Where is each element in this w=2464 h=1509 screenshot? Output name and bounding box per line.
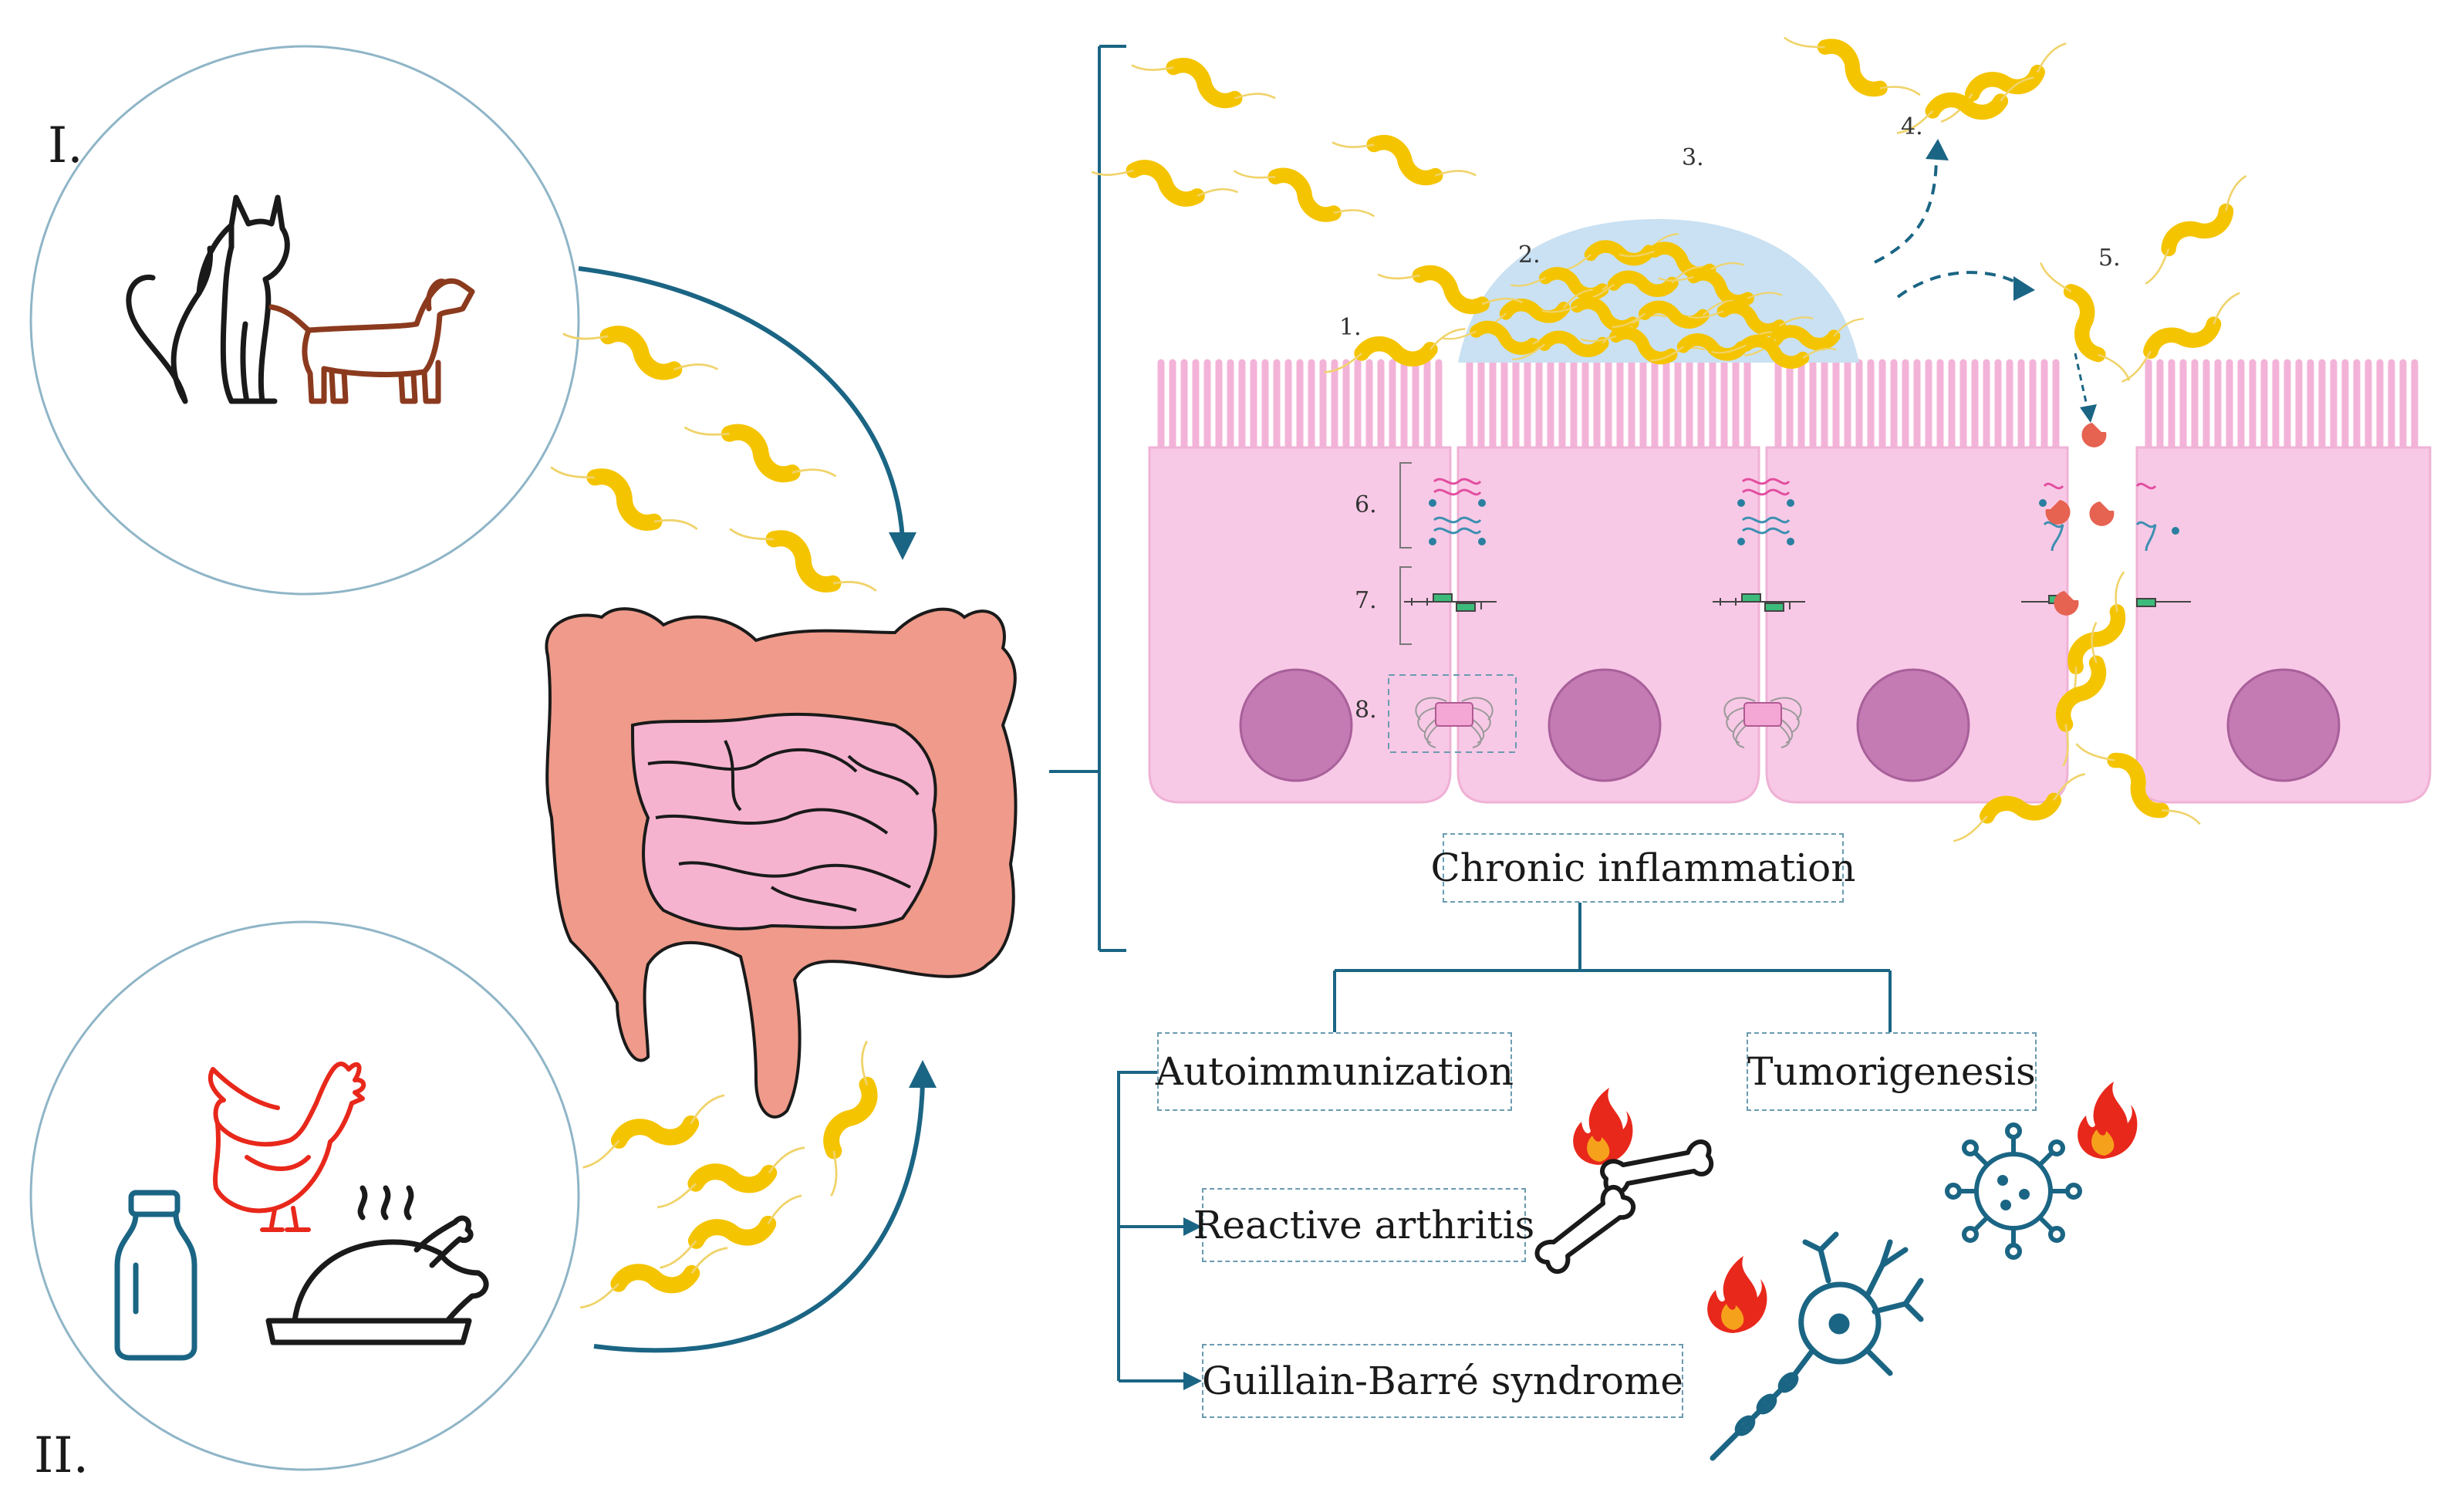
cat-icon [126,194,290,404]
flow-connectors [1117,903,1892,1382]
intestine-icon [545,607,1018,1119]
neuron-icon [1710,1231,1924,1461]
fire-icon [1573,1082,2138,1333]
step-2-label: 2. [1518,241,1541,268]
step-5-label: 5. [2098,245,2121,272]
nucleus [1239,668,1353,782]
nucleus [2226,668,2341,782]
milk-bottle-icon [114,1190,197,1361]
epithelial-cell [1456,446,1760,804]
step-3-label: 3. [1682,144,1704,171]
roast-chicken-icon [265,1185,489,1345]
step-4-label: 4. [1901,113,1923,140]
food-source-circle [29,920,580,1471]
arrow-animals-to-gut [578,266,905,541]
step-1-label: 1. [1339,314,1362,341]
nucleus [1856,668,1970,782]
epithelial-cell [1765,446,2069,804]
step-brackets [1399,462,1412,645]
guillain-barre-box: Guillain-Barré syndrome [1202,1344,1683,1418]
dog-icon [268,278,475,404]
group-2-label: II. [34,1427,89,1484]
epithelium [1148,359,2432,804]
step-8-label: 8. [1355,697,1377,724]
arrow-food-to-gut [593,1081,925,1353]
step-6-label: 6. [1355,491,1377,518]
tumor-cell-icon [1945,1122,2082,1260]
zoom-bracket [1049,45,1126,952]
step-8-box [1388,674,1517,753]
arrow-step-5 [1896,271,2023,299]
tumorigenesis-box: Tumorigenesis [1747,1032,2037,1111]
epithelial-cell [1148,446,1452,804]
animal-source-circle [29,45,580,596]
chronic-inflammation-box: Chronic inflammation [1431,833,1855,903]
step-7-label: 7. [1355,587,1377,614]
protease-icon [2045,423,2115,616]
nucleus [1548,668,1662,782]
arrow-step-4 [1874,154,1938,264]
reactive-arthritis-box: Reactive arthritis [1193,1188,1534,1262]
tight-junctions [1429,478,2179,552]
chicken-icon [208,1062,366,1232]
autoimmunization-box: Autoimmunization [1156,1032,1514,1111]
bone-icon [1534,1139,1714,1274]
group-1-label: I. [48,117,83,174]
